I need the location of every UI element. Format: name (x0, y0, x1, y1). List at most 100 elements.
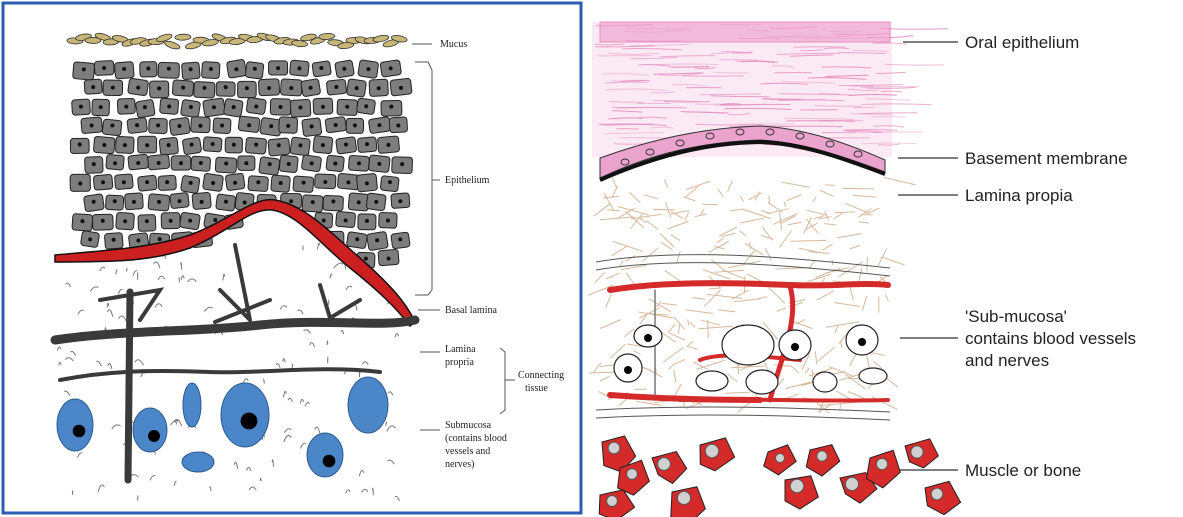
collagen-fiber (674, 370, 676, 383)
collagen-fiber (688, 341, 693, 346)
cell-nucleus (298, 143, 302, 147)
cell-nucleus (364, 257, 368, 261)
cell-nucleus (377, 86, 381, 90)
cell-nucleus (165, 180, 169, 184)
collagen-fiber (717, 238, 724, 242)
collagen-fiber (671, 235, 680, 241)
epithelium-streak (874, 132, 923, 133)
cell-nucleus (333, 161, 337, 165)
cell-nucleus (102, 66, 106, 70)
cell-nucleus (91, 85, 95, 89)
cell-nucleus (377, 162, 381, 166)
collagen-fiber (813, 197, 816, 202)
cell-nucleus (177, 199, 181, 203)
cell-nucleus (345, 105, 349, 109)
cell-nucleus (254, 143, 258, 147)
bone-cell (931, 488, 943, 500)
collagen-fiber (782, 182, 810, 187)
bone-cell (705, 444, 718, 457)
collagen-fiber (728, 374, 737, 382)
collagen-fiber (709, 241, 729, 252)
cell-nucleus (136, 86, 140, 90)
bone-cell (817, 451, 827, 461)
collagen-fiber (791, 366, 799, 373)
cell-nucleus (101, 219, 105, 223)
epithelium-streak (664, 102, 710, 103)
cell-nucleus (289, 199, 293, 203)
collagen-fiber (881, 257, 904, 265)
cell-nucleus (245, 86, 249, 90)
cell-nucleus (269, 124, 273, 128)
cell-nucleus (211, 142, 215, 146)
collagen-fiber (866, 354, 869, 367)
cell-nucleus (102, 143, 106, 147)
cell-nucleus (400, 162, 404, 166)
cell-nucleus (92, 162, 96, 166)
collagen-fiber (687, 346, 698, 349)
cell-nucleus (123, 143, 127, 147)
cell-nucleus (298, 105, 302, 109)
collagen-fiber (664, 179, 667, 187)
cell-nucleus (357, 161, 361, 165)
cell-nucleus (256, 180, 260, 184)
cell-nucleus (387, 257, 391, 261)
gland-nucleus (241, 413, 258, 430)
cell-nucleus (146, 67, 150, 71)
cell-nucleus (224, 200, 228, 204)
collagen-fiber (790, 240, 826, 241)
cell-nucleus (232, 143, 236, 147)
collagen-fiber (669, 365, 674, 370)
collagen-fiber (714, 270, 744, 272)
label-connective-1: Connecting (518, 370, 564, 381)
collagen-fiber (606, 294, 612, 308)
bone-cell (677, 491, 690, 504)
cell-nucleus (189, 67, 193, 71)
collagen-fiber (815, 352, 816, 365)
collagen-fiber (740, 218, 764, 223)
cell-nucleus (355, 237, 359, 241)
cell-nucleus (287, 162, 291, 166)
collagen-fiber (699, 326, 734, 329)
epithelium-surface (600, 22, 890, 42)
collagen-fiber (663, 347, 683, 362)
submucosa-cell (746, 370, 778, 394)
collagen-fiber (631, 214, 661, 219)
cell-nucleus (112, 238, 116, 242)
label-submucosa-r2: contains blood vessels (965, 329, 1136, 348)
cell-nucleus (311, 200, 315, 204)
label-submucosa-r3: and nerves (965, 351, 1049, 370)
gland-nucleus (323, 455, 336, 468)
collagen-fiber (835, 212, 855, 213)
collagen-fiber (817, 291, 834, 300)
cell-nucleus (178, 124, 182, 128)
collagen-fiber (809, 261, 815, 269)
cell-nucleus (220, 123, 224, 127)
cell-nucleus (297, 66, 301, 70)
submucosa-cell-nucleus (791, 343, 799, 351)
cell-nucleus (198, 124, 202, 128)
collagen-fiber (702, 204, 718, 205)
collagen-fiber (725, 392, 751, 393)
epithelium-streak (884, 64, 944, 65)
cell-nucleus (167, 105, 171, 109)
cell-nucleus (145, 143, 149, 147)
collagen-fiber (761, 211, 770, 214)
collagen-fiber (862, 296, 867, 311)
epithelium-streak (861, 87, 919, 88)
bone-cell (608, 442, 620, 454)
label-connective-2: tissue (525, 383, 548, 394)
cell-nucleus (346, 180, 350, 184)
collagen-fiber (769, 288, 785, 304)
label-submucosa-3: vessels and (445, 446, 490, 457)
collagen-fiber (849, 245, 860, 249)
collagen-fiber (796, 319, 805, 324)
collagen-fiber (595, 272, 605, 283)
collagen-fiber (692, 298, 705, 300)
gland-nucleus (148, 430, 160, 442)
cell-nucleus (82, 67, 86, 71)
collagen-fiber (837, 234, 862, 238)
collagen-fiber (807, 274, 831, 282)
label-lamina-propria-2: propria (445, 357, 474, 368)
cell-nucleus (334, 123, 338, 127)
